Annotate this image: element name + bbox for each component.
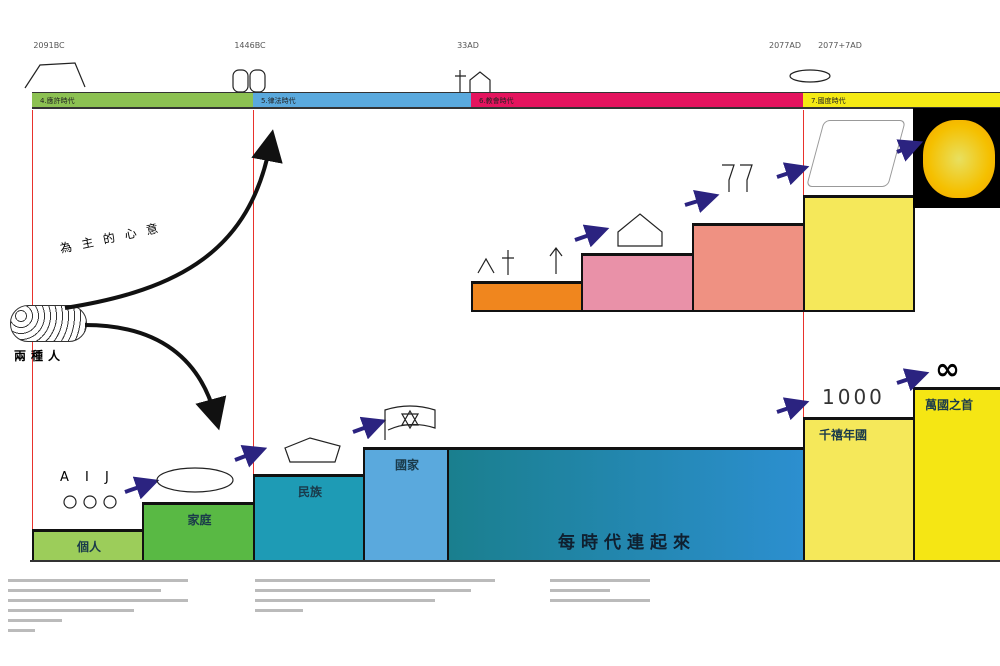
arrow-icon [896, 368, 930, 392]
period-kingdom: 7.國度時代 [803, 92, 1000, 109]
baseline [30, 560, 1000, 562]
arrow-icon [684, 190, 720, 213]
step-family: 家庭 [142, 502, 255, 561]
new-jerusalem-image [913, 108, 1000, 208]
step-label: 國家 [394, 458, 419, 472]
date-marker: 2077+7AD [818, 41, 862, 50]
down-curve-arrow [84, 323, 227, 431]
upper-step [471, 281, 583, 312]
date-marker: 2091BC [33, 41, 65, 50]
family-icon [156, 467, 234, 493]
step-individual: 個人 [32, 529, 144, 561]
step-label: 民族 [297, 485, 322, 499]
cloud-icon [789, 69, 831, 83]
date-marker: 33AD [457, 41, 479, 50]
arrow-icon [776, 397, 810, 421]
step-millennium: 千禧年國 [803, 417, 915, 561]
date-marker: 2077AD [769, 41, 801, 50]
step-all-ages: 每時代連起來 [447, 447, 805, 561]
step-head-of-nations: 萬國之首 [913, 387, 1000, 561]
aij-label: A I J [60, 470, 115, 485]
arrow-icon [896, 139, 924, 162]
footnote-block [550, 572, 650, 609]
footnote-block [8, 572, 188, 639]
divider-line [253, 110, 254, 560]
star-of-david-icon [400, 409, 420, 430]
upper-step [692, 223, 805, 312]
upper-step [803, 195, 915, 312]
arrow-icon [124, 476, 160, 500]
step-label: 個人 [76, 540, 101, 554]
person-icon [63, 495, 77, 509]
up-curve-arrow [64, 129, 283, 310]
millennium-number: 1000 [822, 385, 885, 409]
step-tribe: 民族 [253, 474, 365, 561]
house-heart-icon [617, 213, 663, 247]
arrow-icon [776, 162, 810, 186]
infinity-icon: ∞ [935, 352, 960, 387]
arrow-icon [352, 416, 387, 440]
divider-line [803, 110, 804, 560]
cross-house-icon [455, 70, 491, 92]
footnote-block [255, 572, 495, 619]
symbols-icon [477, 247, 563, 275]
tabernacle-icon [284, 437, 341, 463]
date-marker: 1446BC [234, 41, 266, 50]
arrow-icon [574, 224, 610, 248]
tent-icon [24, 62, 86, 89]
period-promise: 4.應許時代 [32, 92, 253, 109]
step-label: 家庭 [187, 513, 212, 527]
period-law: 5.律法時代 [253, 92, 471, 109]
arrow-icon [234, 445, 268, 468]
upper-step [581, 253, 694, 312]
tablets-icon [232, 69, 249, 93]
crowd-icon [10, 305, 87, 342]
step-label: 萬國之首 [925, 398, 974, 412]
step-nation: 國家 [363, 447, 449, 561]
step-label: 每時代連起來 [558, 533, 696, 553]
period-church: 6.教會時代 [471, 92, 803, 109]
glasses-icon [722, 164, 753, 192]
two-kinds-label: 兩種人 [14, 349, 66, 363]
step-label: 千禧年國 [819, 428, 868, 442]
